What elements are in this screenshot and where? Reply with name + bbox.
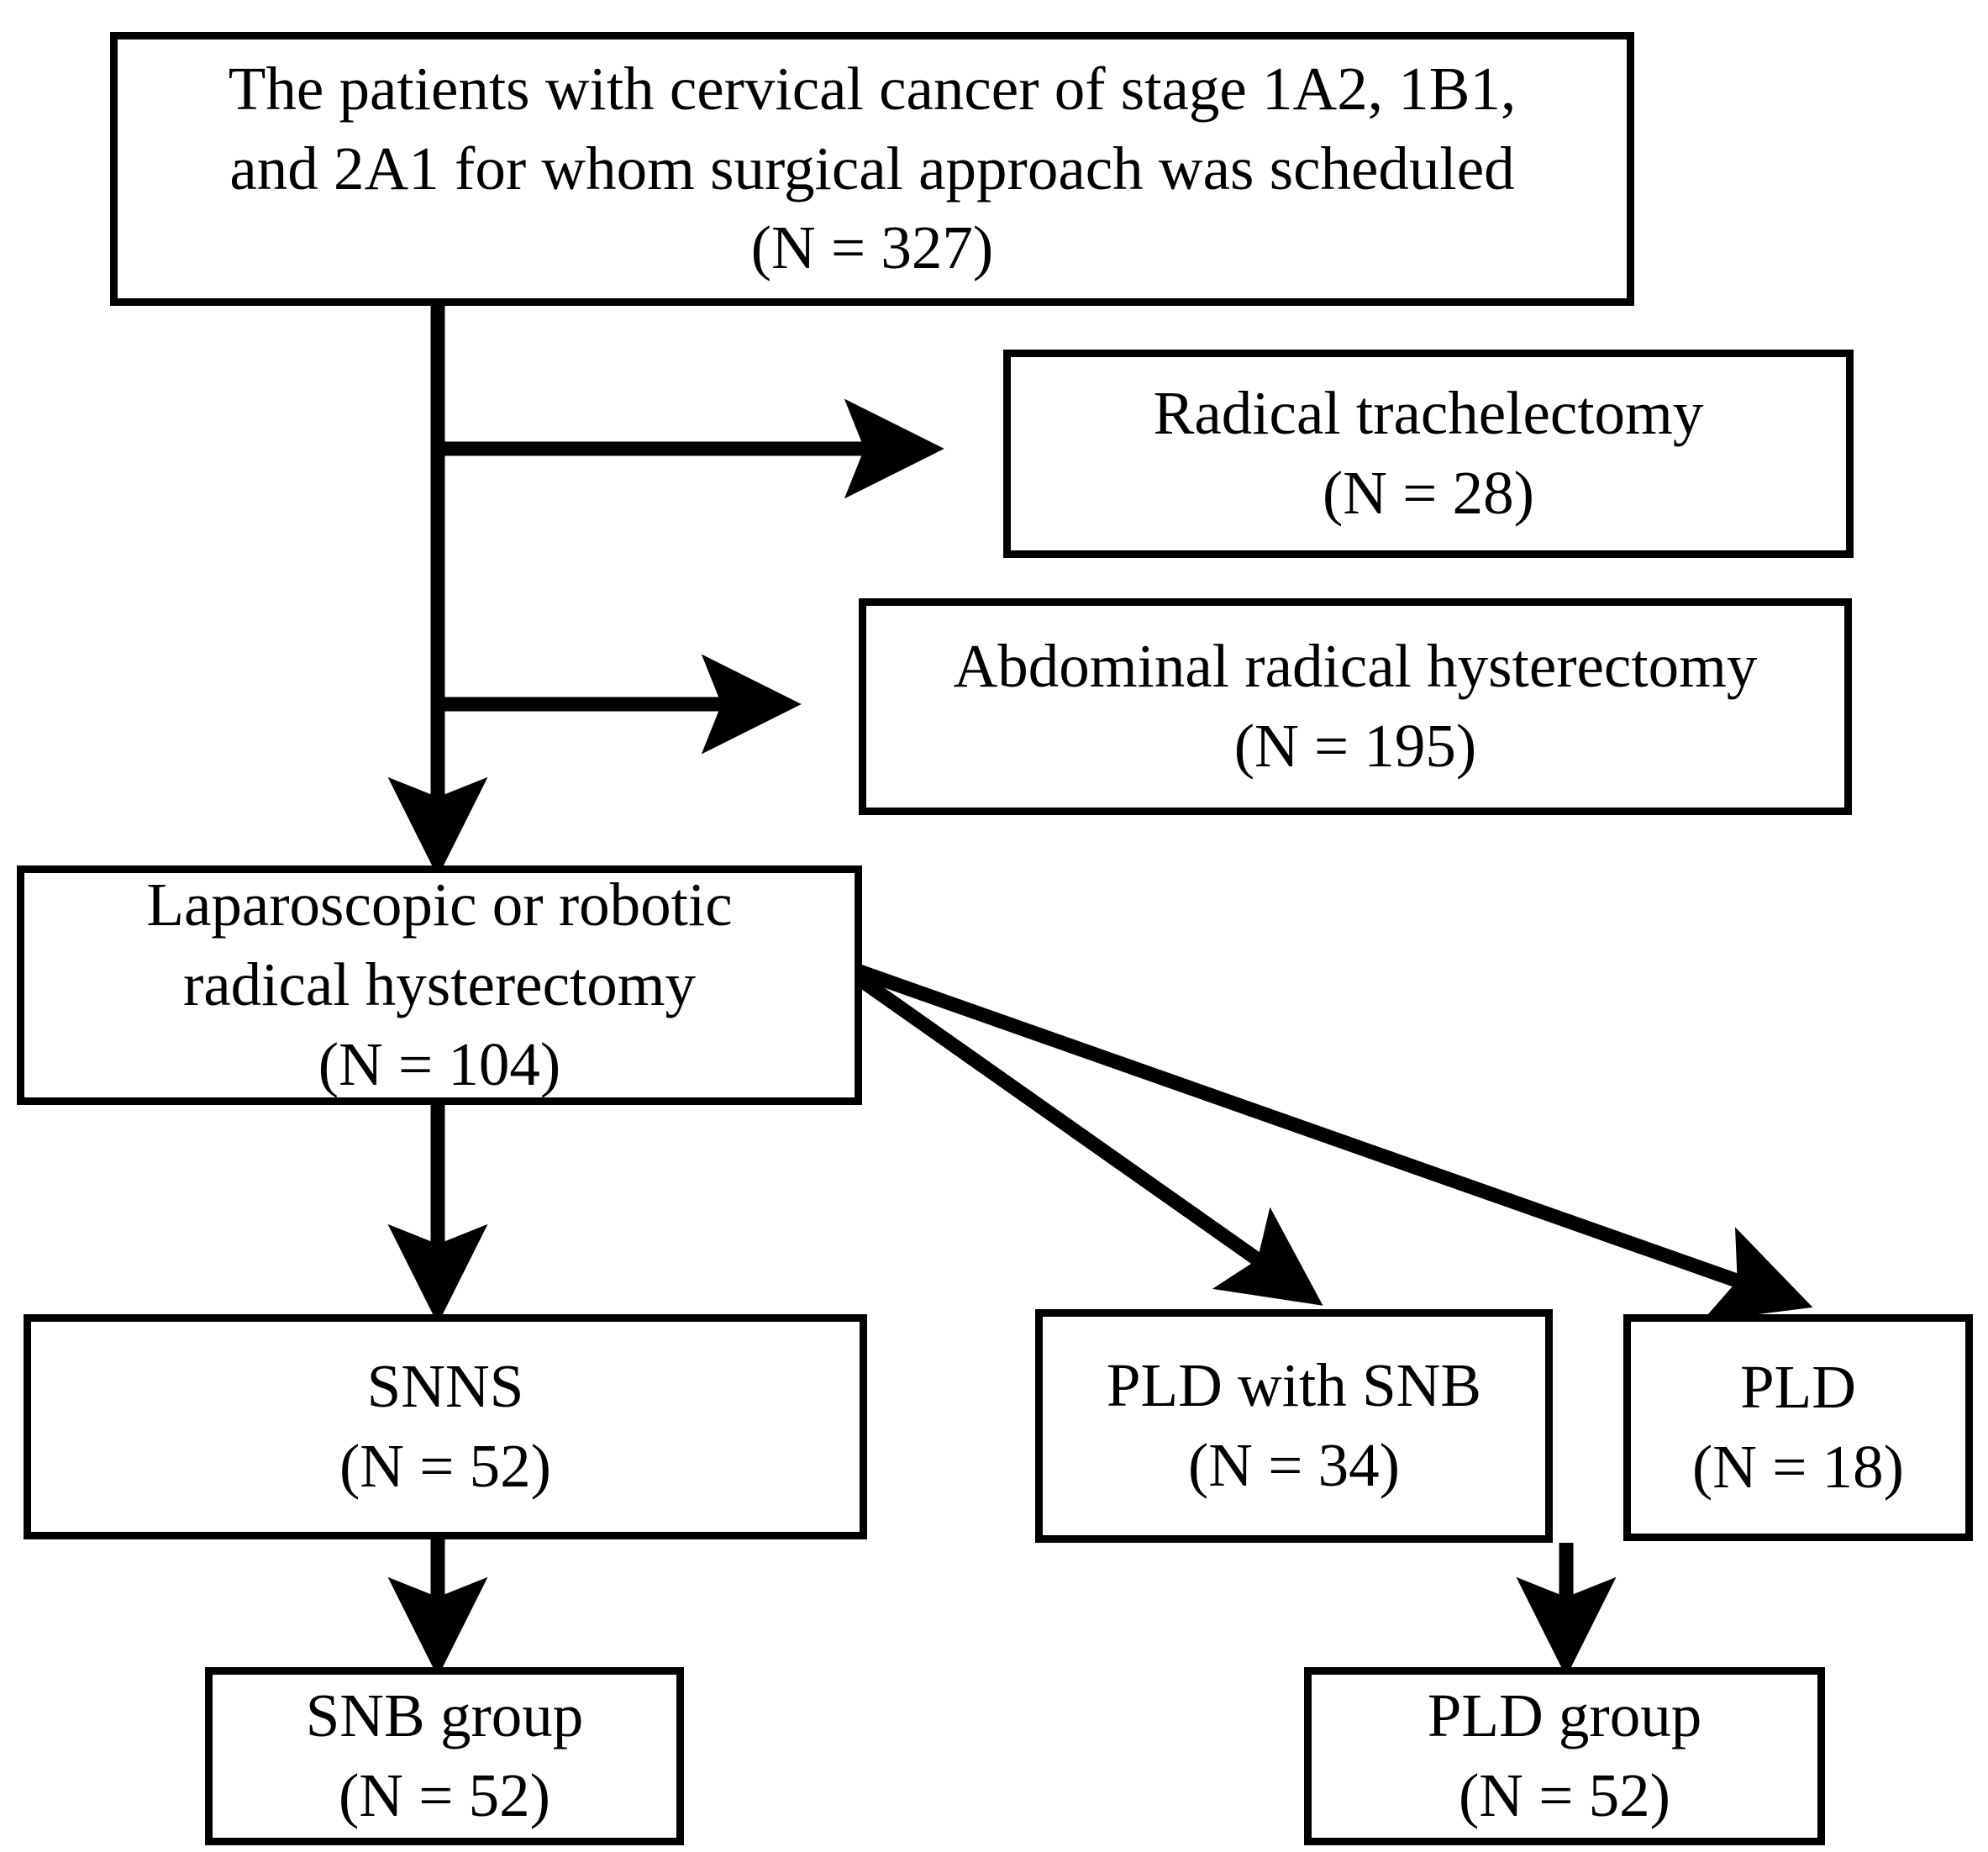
edge-laparoscopic-to-pld [855, 963, 1813, 1322]
node-trachelectomy-label: Radical trachelectomy [1153, 379, 1704, 448]
node-snb-group-count: (N = 52) [338, 1761, 550, 1829]
node-pld-count: (N = 18) [1691, 1433, 1904, 1501]
node-snb-group-box: SNB group (N = 52) [205, 1667, 684, 1845]
node-abdominal-count: (N = 195) [1233, 712, 1477, 780]
node-snns-count: (N = 52) [339, 1432, 551, 1500]
node-laparoscopic-line-2: radical hysterectomy [182, 950, 697, 1019]
node-pld-with-snb-label: PLD with SNB [1106, 1351, 1482, 1420]
edge-laparoscopic-to-pld-with-snb [853, 971, 1323, 1306]
node-pld-group-count: (N = 52) [1458, 1761, 1670, 1829]
node-laparoscopic-count: (N = 104) [318, 1029, 561, 1098]
node-cohort-box: The patients with cervical cancer of sta… [110, 32, 1634, 306]
node-pld-with-snb-count: (N = 34) [1187, 1431, 1400, 1499]
node-cohort-line-1: The patients with cervical cancer of sta… [228, 54, 1517, 123]
node-abdominal-label: Abdominal radical hysterectomy [953, 632, 1758, 701]
node-pld-box: PLD (N = 18) [1623, 1314, 1973, 1541]
node-laparoscopic-robotic-hysterectomy-box: Laparoscopic or robotic radical hysterec… [17, 865, 862, 1105]
node-laparoscopic-line-1: Laparoscopic or robotic [146, 871, 733, 939]
node-snns-label: SNNS [366, 1352, 524, 1421]
node-pld-with-snb-box: PLD with SNB (N = 34) [1035, 1309, 1553, 1543]
node-cohort-count: (N = 327) [750, 213, 994, 282]
node-radical-trachelectomy-box: Radical trachelectomy (N = 28) [1003, 350, 1854, 558]
node-trachelectomy-count: (N = 28) [1322, 459, 1534, 527]
node-snb-group-label: SNB group [305, 1681, 584, 1750]
node-pld-group-label: PLD group [1427, 1681, 1702, 1750]
node-pld-label: PLD [1740, 1353, 1856, 1422]
node-snns-box: SNNS (N = 52) [24, 1314, 867, 1539]
node-cohort-line-2: and 2A1 for whom surgical approach was s… [229, 134, 1515, 203]
node-abdominal-radical-hysterectomy-box: Abdominal radical hysterectomy (N = 195) [859, 598, 1852, 815]
node-pld-group-box: PLD group (N = 52) [1304, 1667, 1825, 1845]
